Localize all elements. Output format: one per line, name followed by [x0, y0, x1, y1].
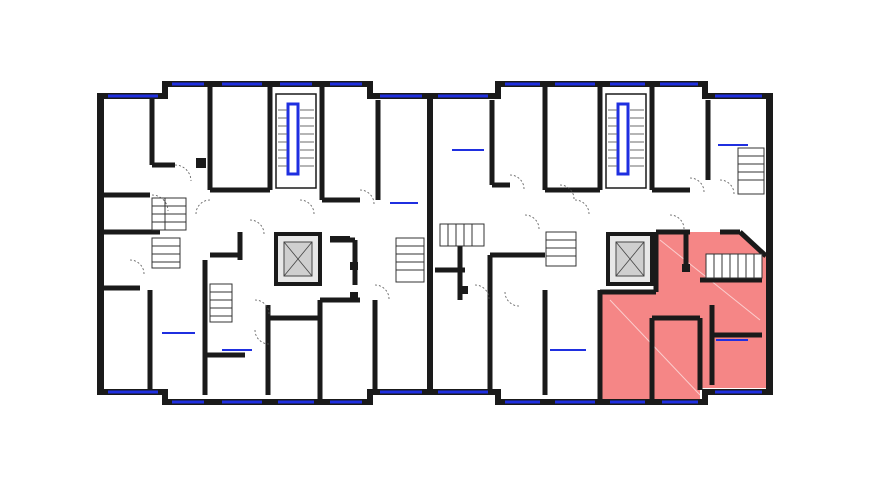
staircase-icon: [209, 283, 233, 323]
door-swing-icon: [574, 199, 590, 215]
staircase-icon: [151, 237, 181, 269]
door-swing-icon: [559, 184, 575, 200]
door-swing-icon: [689, 177, 705, 193]
door-swing-icon: [254, 299, 270, 315]
stairwell-void: [286, 102, 300, 176]
door-swing-icon: [719, 179, 735, 195]
door-swing-icon: [474, 284, 490, 300]
door-swing-icon: [359, 189, 375, 205]
staircase-icon: [151, 197, 187, 231]
door-swing-icon: [509, 174, 525, 190]
interior-stairs: [151, 147, 765, 323]
stairwell-void: [616, 102, 630, 176]
elevator-left: [274, 232, 322, 286]
staircase-icon: [608, 109, 644, 167]
door-swing-icon: [254, 329, 270, 345]
staircase-icon: [278, 109, 314, 167]
door-swing-icon: [129, 259, 145, 275]
doors: [129, 164, 735, 345]
staircase-icon: [705, 253, 763, 279]
windows: [108, 82, 762, 404]
staircase-icon: [545, 231, 577, 267]
door-swing-icon: [504, 291, 520, 307]
stair-core-left: [275, 93, 317, 189]
door-swing-icon: [374, 284, 390, 300]
blue-accents: [162, 144, 748, 351]
interior-walls-left: [104, 86, 381, 400]
door-swing-icon: [669, 214, 685, 230]
door-swing-icon: [249, 219, 265, 235]
columns: [98, 94, 772, 394]
door-swing-icon: [299, 199, 315, 215]
door-swing-icon: [174, 164, 192, 182]
staircase-icon: [395, 237, 425, 283]
door-swing-icon: [524, 214, 540, 230]
elevator-right: [606, 232, 654, 286]
highlight-glare-line: [609, 299, 701, 396]
door-swing-icon: [151, 194, 169, 212]
stair-core-right: [605, 93, 647, 189]
interior-walls-right: [435, 86, 768, 400]
door-swing-icon: [195, 199, 211, 215]
staircase-icon: [737, 147, 765, 195]
staircase-icon: [439, 223, 485, 247]
